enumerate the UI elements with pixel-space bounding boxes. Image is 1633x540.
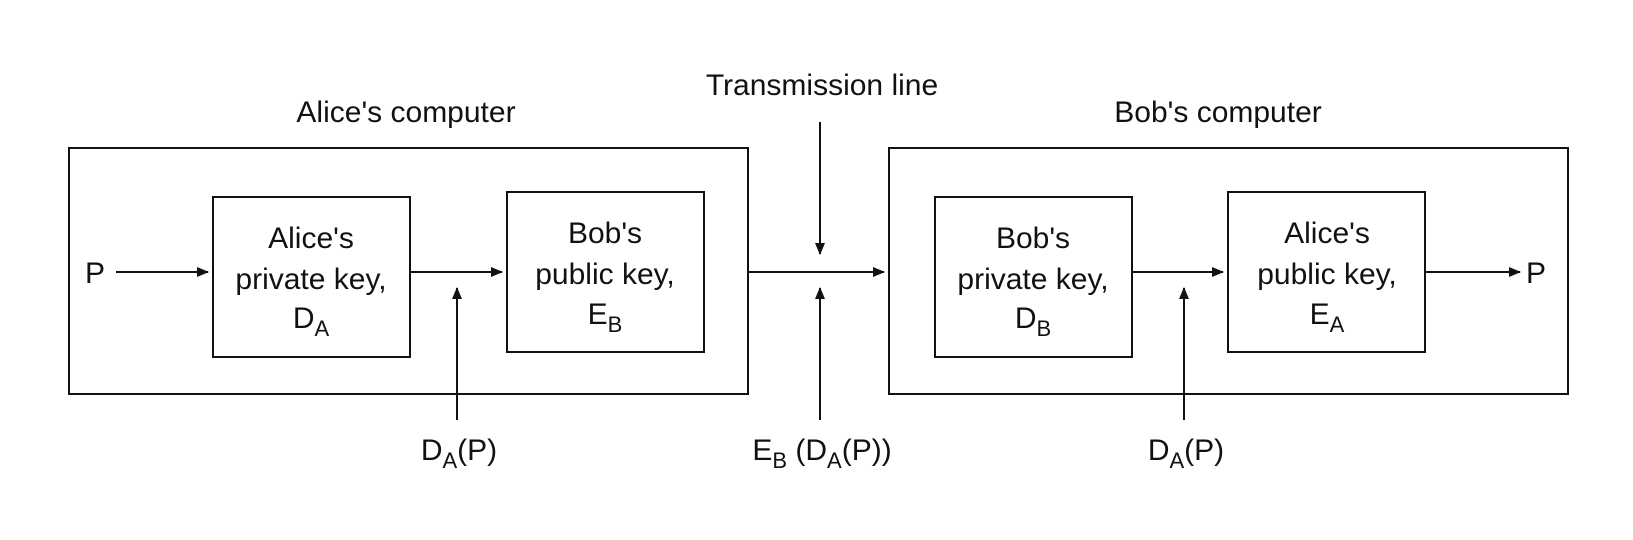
transmission-line-title: Transmission line <box>706 69 938 102</box>
bob-computer-frame <box>888 147 1569 395</box>
bob-public-key-symbol: EB <box>588 298 623 337</box>
alice-public-key-line2: public key, <box>1257 258 1397 291</box>
alice-private-key-line2: private key, <box>235 263 386 296</box>
transmission-label: EB (DA(P)) <box>752 434 891 473</box>
alice-public-key-line1: Alice's <box>1284 217 1370 250</box>
alice-private-key-line1: Alice's <box>268 222 354 255</box>
bob-private-key-box <box>934 196 1133 358</box>
alice-input-label: P <box>85 257 105 290</box>
bob-public-key-box <box>506 191 705 353</box>
bob-computer-title: Bob's computer <box>1114 96 1322 129</box>
alice-private-key-symbol: DA <box>293 302 330 341</box>
alice-private-key-box <box>212 196 411 358</box>
bob-private-key-line2: private key, <box>957 263 1108 296</box>
bob-intermediate-label: DA(P) <box>1148 434 1224 473</box>
bob-output-label: P <box>1526 257 1546 290</box>
bob-private-key-symbol: DB <box>1015 302 1051 341</box>
alice-computer-title: Alice's computer <box>296 96 515 129</box>
bob-private-key-line1: Bob's <box>996 222 1070 255</box>
bob-public-key-line2: public key, <box>535 258 675 291</box>
alice-public-key-symbol: EA <box>1310 298 1345 337</box>
bob-public-key-line1: Bob's <box>568 217 642 250</box>
alice-intermediate-label: DA(P) <box>421 434 497 473</box>
